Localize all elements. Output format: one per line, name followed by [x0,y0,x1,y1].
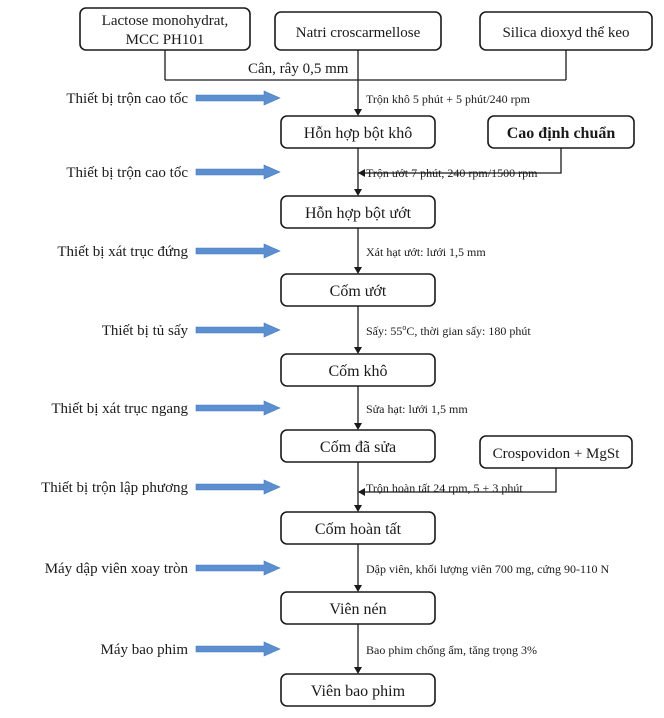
equipment-arrow-icon [195,322,281,338]
step-box-label: Cốm hoàn tất [315,521,402,538]
step-box [280,115,436,149]
process-text: Xát hạt ướt: lưới 1,5 mm [366,245,486,259]
step-box-label: Viên bao phim [311,683,406,700]
step-box [280,195,436,229]
flow-step: Cốm ướt Xát hạt ướt: lưới 1,5 mm Thiết bị … [57,243,486,307]
equipment-label: Máy bao phim [101,642,189,658]
equipment-arrow-icon [195,400,281,416]
step-box [280,429,436,463]
process-text: Sửa hạt: lưới 1,5 mm [366,402,468,416]
equipment-arrow-icon [195,479,281,495]
side-input-crospovidon: Crospovidon + MgSt [493,446,621,462]
equipment-label: Thiết bị trộn cao tốc [66,91,188,107]
step-box-label: Hỗn hợp bột khô [304,125,412,142]
equipment-label: Thiết bị trộn cao tốc [66,165,188,181]
flow-step: Hỗn hợp bột ướt Trộn ướt 7 phút, 240 rpm/… [66,164,538,229]
process-text: Dập viên, khối lượng viên 700 mg, cứng 9… [366,562,610,576]
step-box-label: Hỗn hợp bột ướt [305,205,412,222]
equipment-label: Máy dập viên xoay tròn [45,561,189,577]
equipment-arrow-icon [195,243,281,259]
flow-arrowhead [354,267,362,274]
equipment-arrow-icon [195,560,281,576]
flow-arrowhead [354,505,362,512]
step-box-label: Cốm đã sửa [320,439,396,456]
side-arrowhead [358,488,365,496]
equipment-label: Thiết bị xát trục ngang [51,401,188,417]
flow-step: Cốm hoàn tất Trộn hoàn tất 24 rpm, 5 + 3 … [41,479,523,545]
flow-arrowhead [354,423,362,430]
process-text: Trộn ướt 7 phút, 240 rpm/1500 rpm [366,166,538,180]
equipment-label: Thiết bị xát trục đứng [57,244,188,260]
side-arrowhead [358,169,365,177]
process-text: Trộn hoàn tất 24 rpm, 5 + 3 phút [366,481,523,495]
step-group: Hỗn hợp bột khô Trộn khô 5 phút + 5 phút/… [41,90,610,707]
step-box [280,353,436,387]
step-box [280,673,436,707]
flow-arrowhead [354,109,362,116]
flow-step: Viên bao phim Bao phim chống ẩm, tăng trọ… [101,641,537,707]
step-box-label: Cốm ướt [330,283,387,300]
input-lactose-line2: MCC PH101 [126,32,205,48]
flow-arrowhead [354,347,362,354]
process-text: Trộn khô 5 phút + 5 phút/240 rpm [366,92,531,106]
flow-step: Cốm đã sửa Sửa hạt: lưới 1,5 mm Thiết bị x… [51,400,468,463]
flow-step: Hỗn hợp bột khô Trộn khô 5 phút + 5 phút/… [66,90,531,149]
equipment-arrow-icon [195,641,281,657]
equipment-arrow-icon [195,90,281,106]
side-input-connector [358,468,557,493]
flow-step: Cốm khô Sấy: 55oC, thời gian sấy: 180 phú… [102,322,531,387]
input-natri: Natri croscarmellose [296,25,421,41]
step-box-label: Cốm khô [328,363,387,380]
equipment-label: Thiết bị trộn lập phương [41,480,188,496]
main-flow-lines [354,80,362,674]
process-text: Sấy: 55oC, thời gian sấy: 180 phút [366,323,531,338]
side-input-cao: Cao định chuẩn [507,125,616,142]
step-box-label: Viên nén [329,601,386,618]
step-box [280,591,436,625]
process-text: Bao phim chống ẩm, tăng trọng 3% [366,643,537,657]
flow-step: Viên nén Dập viên, khối lượng viên 700 mg… [45,560,610,625]
equipment-arrow-icon [195,164,281,180]
input-silica: Silica dioxyd thể keo [502,25,629,41]
flow-arrowhead [354,189,362,196]
flow-arrowhead [354,667,362,674]
side-input-connector [358,148,562,174]
flow-arrowhead [354,585,362,592]
equipment-label: Thiết bị tủ sấy [102,323,189,339]
sieve-label: Cân, rây 0,5 mm [248,61,349,77]
step-box [280,273,436,307]
input-lactose-line1: Lactose monohydrat, [102,13,229,29]
step-box [280,511,436,545]
